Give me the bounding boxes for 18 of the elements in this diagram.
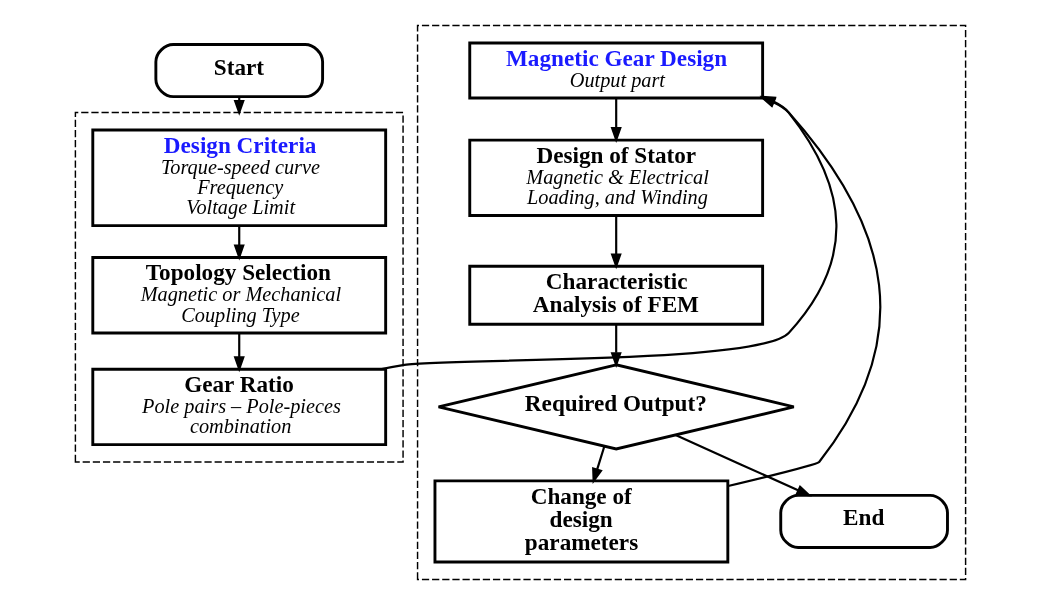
node-diamond: Required Output? [436, 363, 795, 451]
cluster [74, 111, 404, 463]
arrow [591, 446, 605, 484]
node-box: Design of Stator Magnetic & Electrical Loading, and Winding [467, 138, 764, 217]
cluster [416, 24, 966, 581]
arrow [233, 225, 245, 261]
arrow [610, 324, 622, 369]
node-box: Characteristic Analysis of FEM [467, 264, 764, 326]
arrow [233, 333, 245, 373]
node-box: Gear Ratio Pole pairs – Pole-pieces combination [90, 367, 387, 447]
node-box: End [778, 493, 949, 549]
node-box: Change of design parameters [433, 479, 729, 564]
arrow [610, 216, 622, 270]
node-box: Design Criteria Torque-speed curve Frequency Voltage Limit [90, 128, 387, 228]
node-box: Topology Selection Magnetic or Mechanical Coupling Type [90, 256, 387, 335]
node-box: Magnetic Gear Design Output part [467, 41, 764, 100]
arrow [610, 98, 622, 144]
arrow [674, 434, 812, 497]
